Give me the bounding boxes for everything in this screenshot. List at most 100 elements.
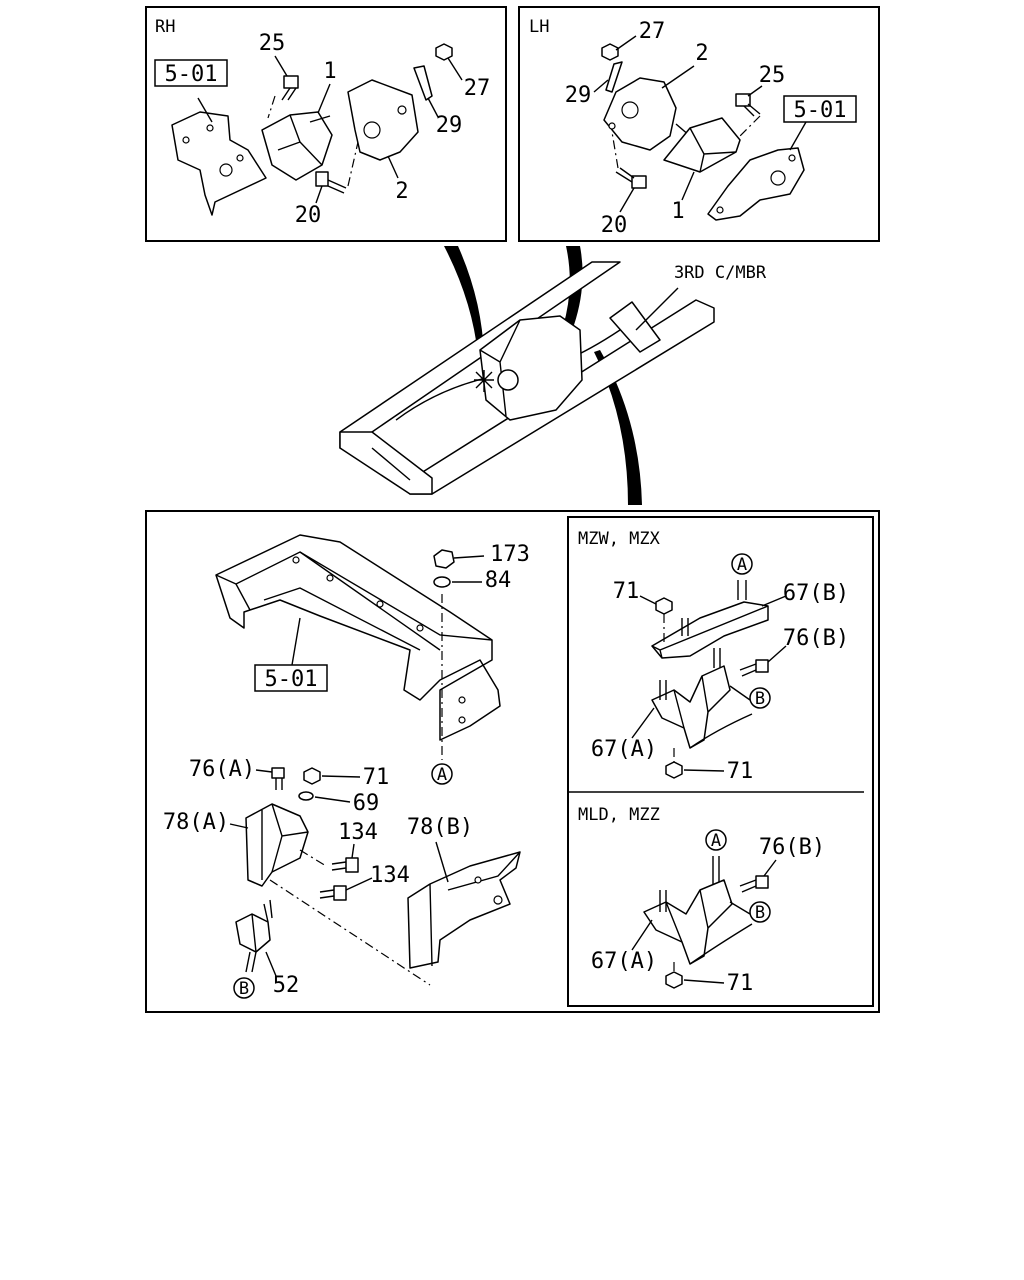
bottom-label-69: 69 [353,791,380,816]
lh-panel: LH 27 29 2 25 1 5-01 [518,6,880,242]
bottom-leader [229,823,249,829]
rh-mount-edge [277,114,323,166]
lh-label-2: 2 [695,41,708,66]
crossmember-assembly [215,534,501,741]
lh-bracket-hole [770,170,786,186]
mld-stud [712,856,720,886]
lh-bolt-20 [615,167,647,189]
mzw-stud [659,680,667,700]
mzw-leader [683,769,725,772]
rh-panel-title: RH [155,17,175,37]
rh-panel-frame [145,6,507,242]
mzw-label-a: A [737,555,747,575]
rh-label-27: 27 [464,76,491,101]
mld-leader [683,979,725,984]
lh-centerline [739,115,761,137]
crossmember-hole [376,600,384,608]
rh-bracket-hole [236,154,244,162]
lh-stopper [605,61,623,93]
rh-leader [427,97,439,118]
bottom-label-78a: 78(A) [163,810,229,835]
bottom-label-173: 173 [490,542,530,567]
rh-label-20: 20 [295,203,322,228]
crossmember-leader [635,287,679,331]
mld-label-b: B [755,903,765,923]
rh-ref-box[interactable] [154,59,228,87]
bottom-label-b: B [239,979,249,999]
mld-leader [729,901,751,915]
rh-bracket-hole [219,163,233,177]
mzw-label-71-upper: 71 [613,579,640,604]
bottom-panel: 5-01 173 84 A 76(A) 71 69 78(A) [145,510,880,1013]
lh-label-27: 27 [639,19,666,44]
lh-label-1: 1 [671,199,684,224]
lh-panel-frame [518,6,880,242]
mzw-bolt-76b [739,659,769,677]
lh-mount-edge [689,127,737,173]
mount-52-edge [251,913,257,953]
mzw-stud [681,618,689,636]
lh-nut-27 [601,43,619,61]
lh-leader [615,35,637,51]
mzw-leader [639,595,657,605]
lh-leader [747,85,763,97]
rh-mount-bracket-hole [363,121,381,139]
lh-leader [661,65,695,89]
mzw-leader [631,707,655,739]
bottom-label-134-lower: 134 [370,863,410,888]
mount-location-mark [474,370,494,392]
rh-label-29: 29 [436,113,463,138]
bolt-134-lower [319,885,347,901]
lh-mount-bracket-hole [608,122,616,130]
rh-mount-bracket-hole [397,105,407,115]
bottom-label-84: 84 [485,568,512,593]
rh-mount-stud [309,115,331,123]
bottom-leader [345,877,373,891]
bottom-leader [435,841,449,883]
crossmember-hole [326,574,334,582]
lh-bracket-hole [716,206,724,214]
lh-label-20: 20 [601,213,628,238]
lh-bracket-hole [788,154,796,162]
lh-label-25: 25 [759,63,786,88]
mzw-label-b: B [755,689,765,709]
mzw-bracket-strap [689,713,753,749]
bracket-78a-edge [261,803,309,880]
bolt-76a [271,767,285,790]
mzw-nut-71 [655,597,673,615]
lh-ref-leader [789,121,807,151]
rh-centerline [267,95,276,119]
mld-label-a: A [711,831,721,851]
crossmember-edge [371,447,411,481]
mzw-label-71-lower: 71 [727,759,754,784]
mzw-stud [713,648,721,668]
crossmember-label: 3RD C/MBR [674,263,767,283]
crossmember-hole [458,716,466,724]
mzw-panel: MZW, MZX A 71 67(B) 76(B) B 67(A) [567,516,874,1007]
bottom-panel-frame [145,510,880,1013]
lh-ref-box[interactable] [783,95,857,123]
bolt-134-upper [331,857,359,873]
mld-bracket-67a [643,879,733,965]
mld-label-67a: 67(A) [591,949,657,974]
mld-bracket-strap [689,923,753,965]
mzw-leader [767,645,787,663]
rh-nut-27 [435,43,453,61]
mld-circle-a [705,829,727,851]
rh-engine-mount [261,111,333,181]
bottom-ref-box[interactable] [254,664,328,692]
rh-label-2: 2 [395,179,408,204]
washer-84 [433,576,451,588]
mld-label-76b: 76(B) [759,835,825,860]
rh-leader [387,155,399,179]
lh-frame-bracket [707,147,805,221]
reference-circle-b [233,977,255,999]
bracket-78b-hole [474,876,482,884]
reference-circle-a [431,763,453,785]
mzw-leader [729,685,751,701]
lh-panel-title: LH [529,17,549,37]
chassis-view: 3RD C/MBR [339,246,767,505]
rh-leader [447,57,463,81]
lh-ref-box-label: 5-01 [794,98,847,123]
rh-stopper [413,65,433,101]
